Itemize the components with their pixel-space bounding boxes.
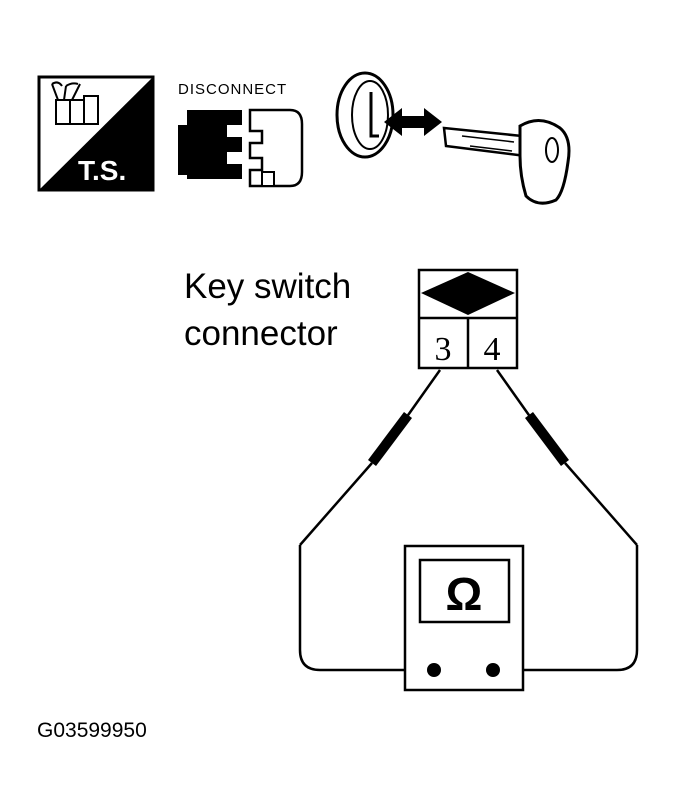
disconnect-icon: DISCONNECT (178, 81, 304, 188)
ts-icon: T.S. (37, 75, 155, 192)
disconnect-label: DISCONNECT (178, 81, 287, 98)
ignition-key-icon (335, 71, 571, 205)
connector-pin-3: 3 (435, 331, 452, 368)
right-test-probe (495, 369, 638, 546)
connector-label-line2: connector (184, 314, 338, 353)
test-leads (298, 545, 639, 672)
double-arrow-icon (384, 108, 442, 136)
meter-terminal-right (486, 663, 500, 677)
ohmmeter: Ω (403, 544, 525, 692)
left-test-probe (299, 369, 442, 546)
key-switch-connector: 3 4 (417, 268, 519, 370)
ohm-symbol-icon: Ω (446, 568, 483, 620)
meter-terminal-left (427, 663, 441, 677)
figure-code: G03599950 (37, 719, 147, 742)
connector-sketch-icon (51, 81, 99, 125)
ts-label: T.S. (78, 155, 126, 186)
connector-key-marker (421, 272, 515, 315)
connector-label-line1: Key switch (184, 267, 351, 306)
connector-pin-4: 4 (484, 331, 501, 368)
